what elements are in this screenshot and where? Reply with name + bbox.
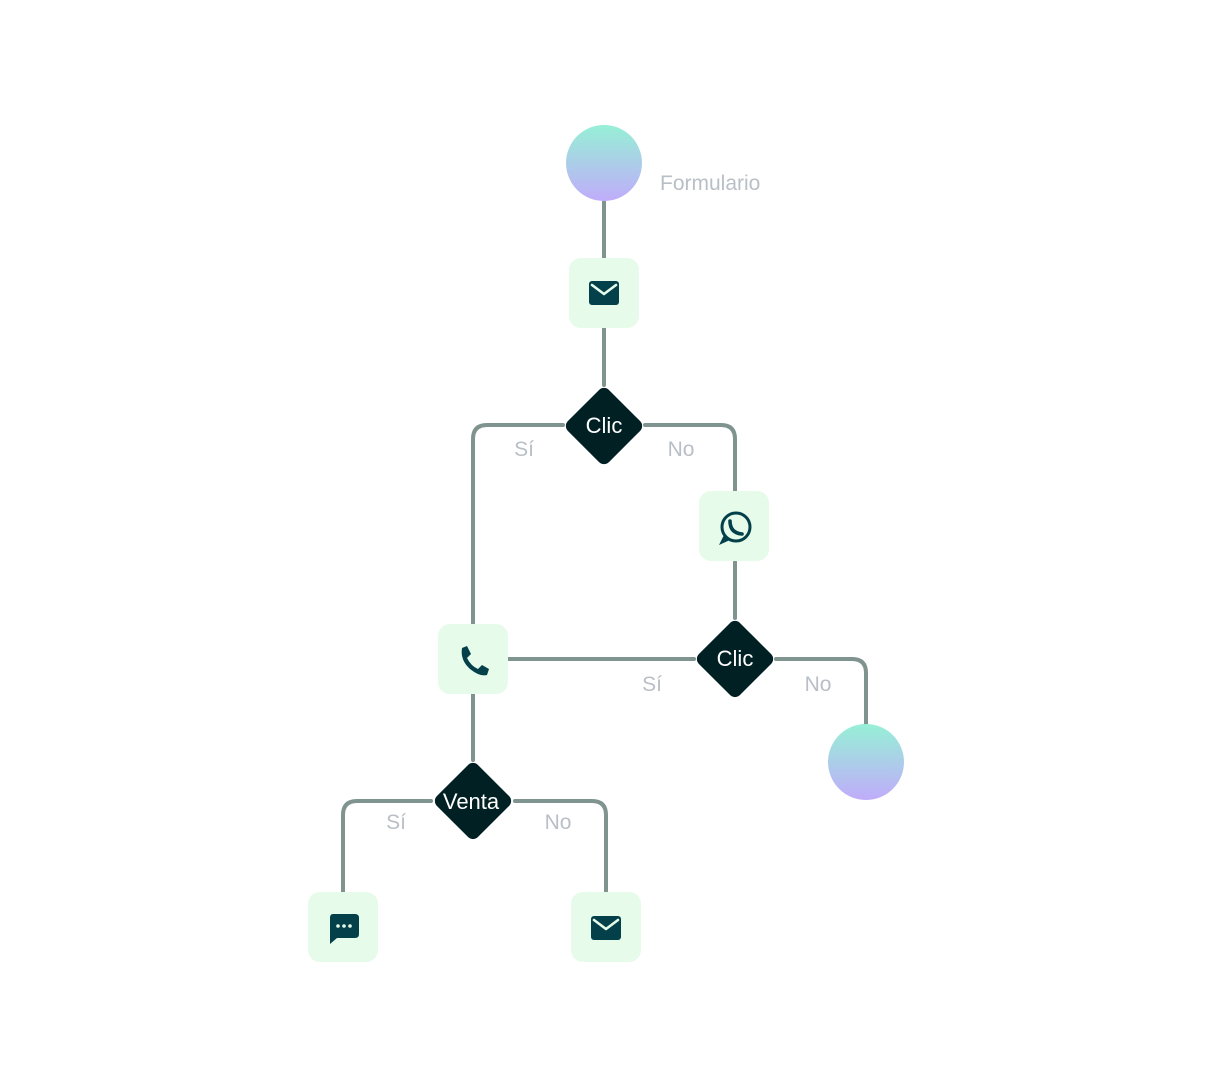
decision-3-label: Venta [443,789,500,814]
connector-decision-1-yes [471,423,565,626]
whatsapp-icon [719,511,752,545]
decision-sale[interactable]: Venta [432,760,514,842]
connector-decision-1-no [643,423,737,493]
decision-2-yes-label: Sí [642,673,662,696]
connector-decision-2-no [774,657,868,727]
decision-2-label: Clic [717,646,754,671]
decision-click-2[interactable]: Clic [694,618,776,700]
decision-3-no-label: No [545,811,572,834]
email-icon [589,281,619,305]
action-phone[interactable] [438,624,508,694]
start-node[interactable] [566,125,642,201]
connectors [341,200,868,894]
decision-3-yes-label: Sí [386,811,406,834]
action-whatsapp[interactable] [699,491,769,561]
decision-1-yes-label: Sí [514,438,534,461]
decision-1-no-label: No [668,438,695,461]
end-node[interactable] [828,724,904,800]
phone-icon [461,646,489,676]
start-label: Formulario [660,172,760,195]
email-icon [591,916,621,940]
decision-click-1[interactable]: Clic [563,385,645,467]
decision-2-no-label: No [805,673,832,696]
action-email-2[interactable] [571,892,641,962]
action-email[interactable] [569,258,639,328]
decision-1-label: Clic [586,413,623,438]
connector-decision-3-yes [341,799,433,894]
action-chat-message[interactable] [308,892,378,962]
chat-message-icon [330,914,359,944]
connector-decision-3-no [513,799,608,894]
